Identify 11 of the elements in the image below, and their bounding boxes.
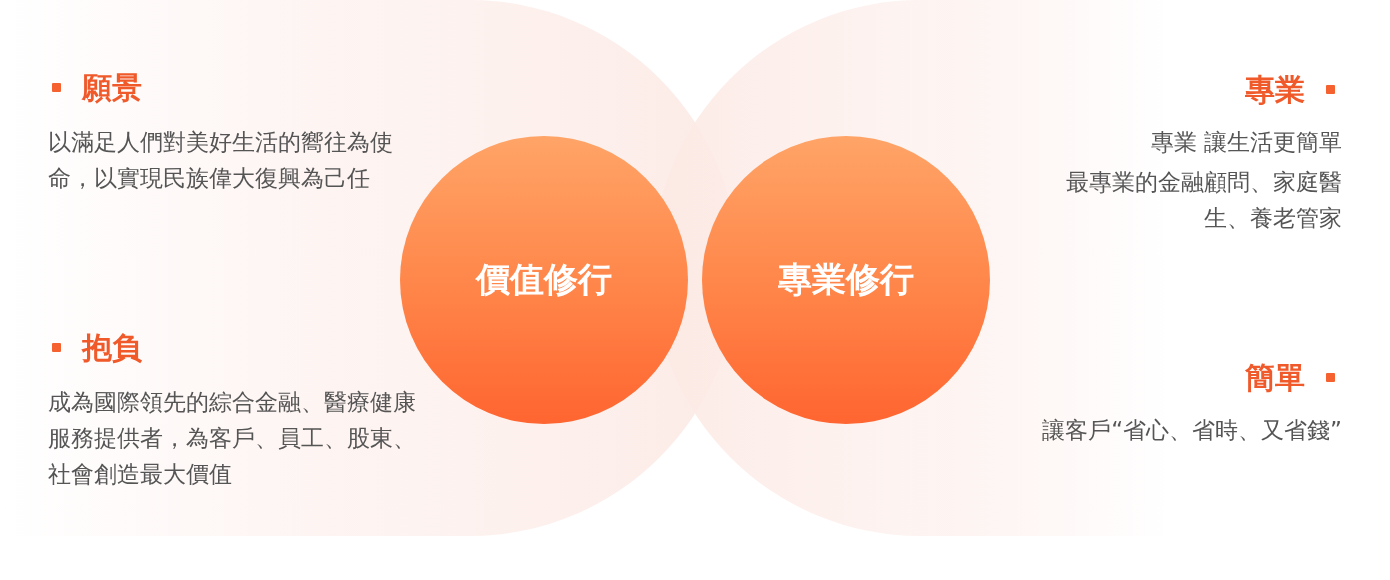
heading: 專業	[1245, 72, 1305, 108]
description-text: 最專業的金融顧問、家庭醫生、養老管家	[1065, 168, 1342, 233]
description-text: 以滿足人們對美好生活的嚮往為使命，以實現民族偉大復興為己任	[48, 128, 393, 193]
circle-label: 專業修行	[778, 258, 914, 301]
circle-label: 價值修行	[476, 258, 612, 301]
description-text: 成為國際領先的綜合金融、醫療健康服務提供者，為客戶、員工、股東、社會創造最大價值	[48, 388, 417, 489]
heading: 抱負	[82, 330, 142, 366]
description-text: 讓客戶“省心、省時、又省錢”	[1042, 416, 1342, 445]
heading: 簡單	[1245, 360, 1305, 396]
heading: 願景	[82, 70, 142, 106]
description-text: 專業 讓生活更簡單	[1150, 128, 1342, 157]
